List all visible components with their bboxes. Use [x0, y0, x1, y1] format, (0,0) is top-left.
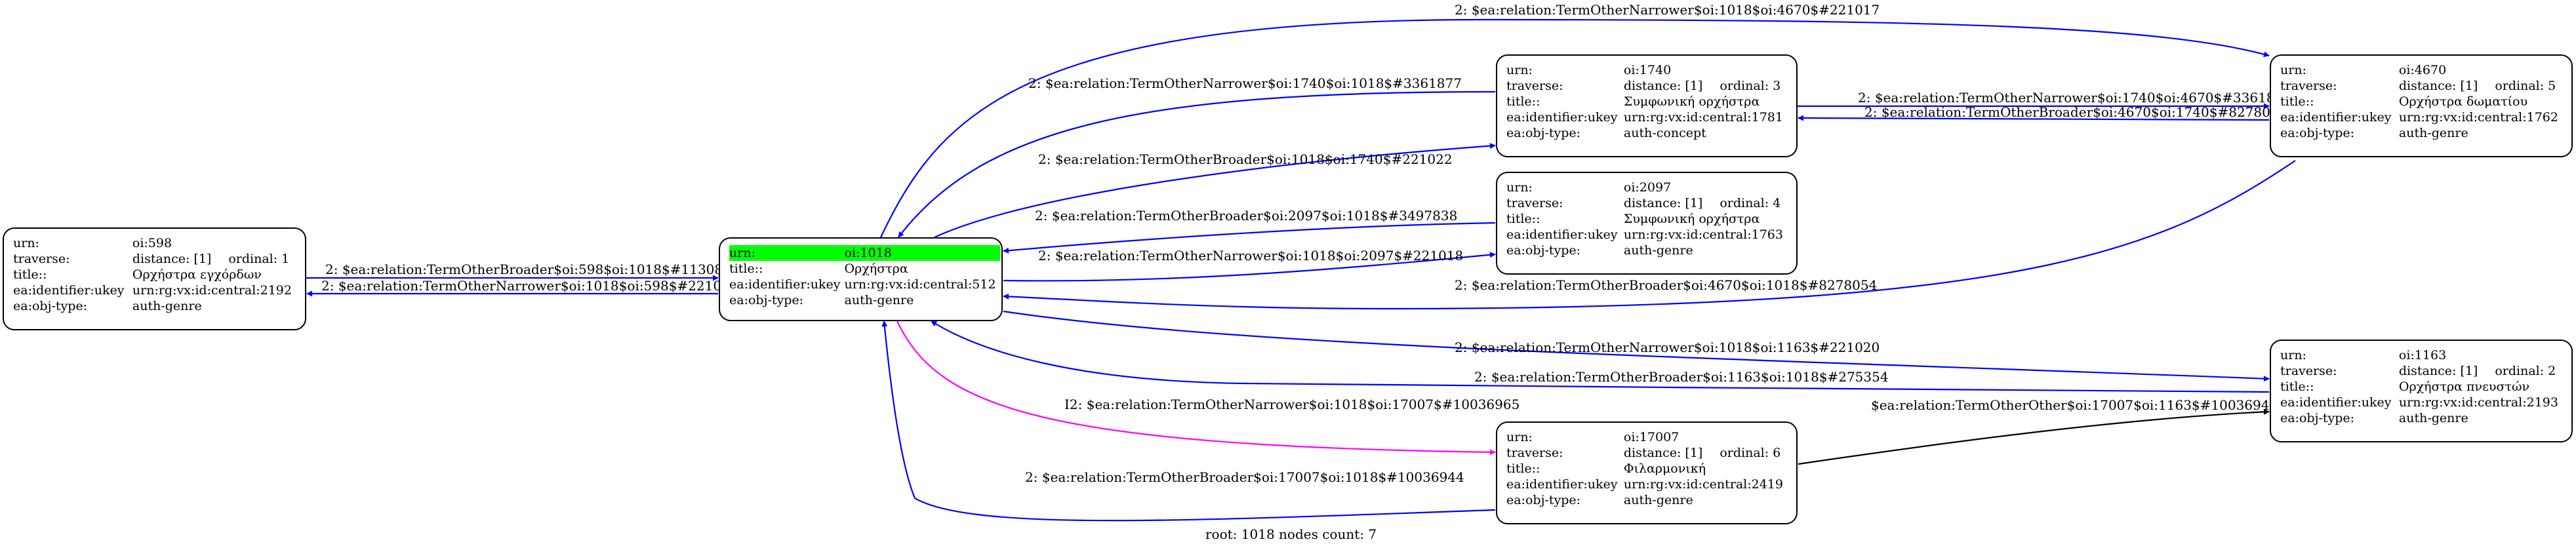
- node-distance: distance: [1]: [1623, 196, 1703, 210]
- node-type: auth-concept: [1623, 126, 1706, 140]
- node-1163[interactable]: urn:oi:1163 traverse:distance: [1]ordina…: [2270, 340, 2573, 442]
- edge-1740-narrower-1018: [898, 90, 1496, 238]
- node-urn: oi:1740: [1623, 63, 1672, 77]
- node-urn: oi:598: [132, 236, 172, 250]
- node-type: auth-genre: [132, 299, 202, 313]
- edge-label: 2: $ea:relation:TermOtherNarrower$oi:101…: [1038, 248, 1463, 263]
- node-2097[interactable]: urn:oi:2097 traverse:distance: [1]ordina…: [1496, 172, 1798, 275]
- edge-label: 2: $ea:relation:TermOtherNarrower$oi:174…: [1028, 75, 1462, 91]
- node-distance: distance: [1]: [132, 252, 212, 266]
- node-598[interactable]: urn:oi:598 traverse:distance: [1]ordinal…: [3, 227, 306, 330]
- edge-1018-narrower-17007: [896, 321, 1496, 456]
- node-type: auth-genre: [2398, 411, 2468, 425]
- edge-label: 2: $ea:relation:TermOtherBroader$oi:2097…: [1035, 208, 1457, 224]
- node-598-table: urn:oi:598 traverse:distance: [1]ordinal…: [13, 235, 296, 314]
- node-title: Συμφωνική ορχήστρα: [1623, 212, 1760, 226]
- edge-1163-broader-1018: [931, 321, 2270, 393]
- node-type: auth-genre: [1623, 493, 1693, 507]
- node-1740-table: urn:oi:1740 traverse:distance: [1]ordina…: [1506, 62, 1787, 141]
- edge-label: 2: $ea:relation:TermOtherNarrower$oi:101…: [1455, 340, 1880, 355]
- node-ukey: urn:rg:vx:id:central:2193: [2398, 395, 2558, 410]
- node-ordinal: ordinal: 1: [228, 252, 290, 266]
- node-title: Ορχήστρα: [844, 262, 908, 276]
- node-title: Φιλαρμονική: [1623, 461, 1706, 476]
- node-title: Ορχήστρα δωματίου: [2398, 94, 2528, 109]
- edge-4670-broader-1018: [1003, 160, 2296, 310]
- edge-label: 2: $ea:relation:TermOtherBroader$oi:4670…: [1455, 277, 1877, 293]
- node-ordinal: ordinal: 3: [1720, 79, 1781, 93]
- edge-2097-broader-1018: [1003, 222, 1496, 254]
- node-distance: distance: [1]: [2398, 79, 2478, 93]
- edge-4670-broader-1740: [1798, 115, 2270, 121]
- node-17007-table: urn:oi:17007 traverse:distance: [1]ordin…: [1506, 429, 1787, 508]
- node-4670[interactable]: urn:oi:4670 traverse:distance: [1]ordina…: [2270, 54, 2573, 157]
- node-1018-root[interactable]: urn:oi:1018 title::Ορχήστρα ea:identifie…: [719, 237, 1003, 321]
- edge-1018-narrower-4670: [880, 18, 2270, 238]
- edge-1018-narrower-2097: [1003, 252, 1496, 282]
- node-distance: distance: [1]: [1623, 446, 1703, 460]
- node-ordinal: ordinal: 4: [1720, 196, 1781, 210]
- node-2097-table: urn:oi:2097 traverse:distance: [1]ordina…: [1506, 180, 1787, 258]
- node-title: Ορχήστρα πνευστών: [2398, 380, 2530, 394]
- node-type: auth-genre: [2398, 126, 2468, 140]
- node-urn: oi:1018: [844, 245, 1000, 261]
- node-type: auth-genre: [1623, 243, 1693, 258]
- edge-17007-other-1163: [1798, 408, 2270, 465]
- edge-label: 2: $ea:relation:TermOtherNarrower$oi:174…: [1858, 90, 2291, 106]
- node-title: Ορχήστρα εγχόρδων: [132, 267, 262, 282]
- node-distance: distance: [1]: [2398, 364, 2478, 378]
- node-1740[interactable]: urn:oi:1740 traverse:distance: [1]ordina…: [1496, 54, 1798, 157]
- node-4670-table: urn:oi:4670 traverse:distance: [1]ordina…: [2280, 62, 2562, 141]
- node-17007[interactable]: urn:oi:17007 traverse:distance: [1]ordin…: [1496, 421, 1798, 524]
- node-ukey: urn:rg:vx:id:central:2419: [1623, 477, 1783, 492]
- edge-label: 2: $ea:relation:TermOtherNarrower$oi:101…: [1455, 2, 1880, 18]
- node-distance: distance: [1]: [1623, 79, 1703, 93]
- node-urn: oi:17007: [1623, 430, 1680, 444]
- edge-label: 2: $ea:relation:TermOtherBroader$oi:1018…: [1038, 151, 1453, 167]
- edge-17007-broader-1018: [881, 321, 1496, 522]
- node-ukey: urn:rg:vx:id:central:2192: [132, 283, 292, 298]
- node-type: auth-genre: [844, 293, 914, 307]
- edge-label: $ea:relation:TermOtherOther$oi:17007$oi:…: [1871, 397, 2278, 413]
- node-urn: oi:2097: [1623, 180, 1672, 195]
- node-ukey: urn:rg:vx:id:central:1781: [1623, 110, 1783, 125]
- edge-label: 2: $ea:relation:TermOtherNarrower$oi:101…: [321, 278, 738, 294]
- edge-label: 2: $ea:relation:TermOtherBroader$oi:4670…: [1864, 104, 2287, 120]
- node-ukey: urn:rg:vx:id:central:512: [844, 277, 996, 292]
- edge-label: 2: $ea:relation:TermOtherBroader$oi:1700…: [1025, 469, 1464, 485]
- edge-1018-narrower-1163: [1003, 310, 2270, 382]
- edge-1018-broader-1740: [934, 143, 1496, 238]
- edge-label: I2: $ea:relation:TermOtherNarrower$oi:10…: [1064, 397, 1519, 412]
- node-1163-table: urn:oi:1163 traverse:distance: [1]ordina…: [2280, 347, 2562, 426]
- node-ordinal: ordinal: 2: [2495, 364, 2556, 378]
- edge-label: 2: $ea:relation:TermOtherBroader$oi:598$…: [325, 262, 731, 277]
- node-ukey: urn:rg:vx:id:central:1762: [2398, 110, 2558, 125]
- graph-footer: root: 1018 nodes count: 7: [1205, 526, 1377, 542]
- node-urn: oi:1163: [2398, 348, 2447, 362]
- edge-label: 2: $ea:relation:TermOtherBroader$oi:1163…: [1474, 369, 1889, 385]
- node-urn: oi:4670: [2398, 63, 2447, 77]
- node-ordinal: ordinal: 6: [1720, 446, 1781, 460]
- node-1018-table: urn:oi:1018 title::Ορχήστρα ea:identifie…: [729, 245, 1000, 308]
- node-title: Συμφωνική ορχήστρα: [1623, 94, 1760, 109]
- node-ukey: urn:rg:vx:id:central:1763: [1623, 227, 1783, 242]
- node-ordinal: ordinal: 5: [2495, 79, 2556, 93]
